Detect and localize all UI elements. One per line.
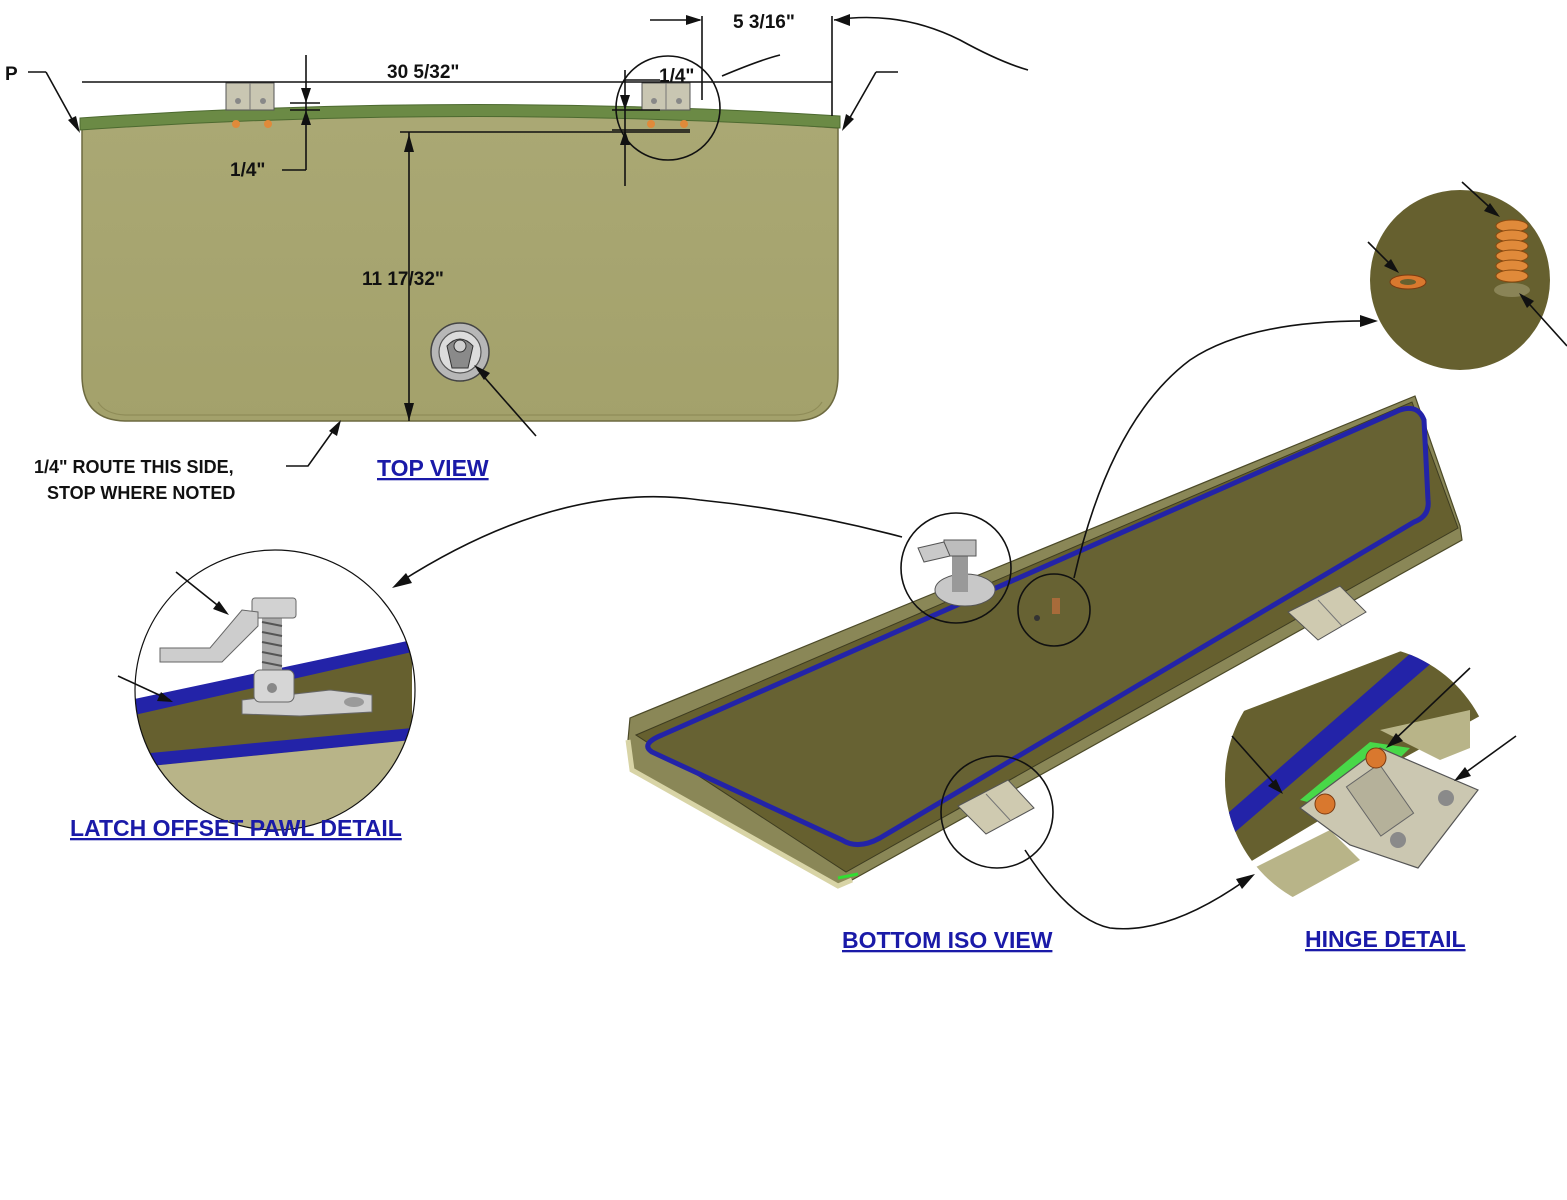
dim-hinge-offset: 5 3/16" — [733, 12, 795, 33]
point-label: P — [5, 64, 18, 85]
title-hinge-detail: HINGE DETAIL — [1305, 926, 1466, 952]
dim-hinge-inset-left: 1/4" — [230, 160, 265, 181]
spring-detail — [1367, 181, 1567, 370]
bottom-iso-view: BOTTOM ISO VIEW — [392, 315, 1463, 953]
dim-height: 11 17/32" — [362, 269, 444, 290]
latch-detail: LATCH OFFSET PAWL DETAIL — [70, 549, 416, 841]
iso-latch — [917, 539, 996, 607]
hinge-left — [225, 82, 275, 128]
title-bottom-iso-view: BOTTOM ISO VIEW — [842, 927, 1053, 953]
route-note-line2: STOP WHERE NOTED — [47, 483, 235, 503]
title-top-view: TOP VIEW — [377, 455, 489, 481]
spring — [1495, 219, 1529, 283]
hinge-detail: HINGE DETAIL — [1225, 645, 1517, 952]
top-view: 5 3/16" 30 5/32" 1/4" 1/4" 11 17/32" P 1… — [5, 12, 1029, 503]
iso-hinge-right — [1287, 585, 1367, 641]
title-latch-detail: LATCH OFFSET PAWL DETAIL — [70, 815, 402, 841]
iso-gasket — [645, 405, 1431, 847]
top-view-bottom-route — [97, 401, 823, 416]
latch-top-view — [430, 322, 490, 382]
dim-overall-width: 30 5/32" — [387, 62, 459, 83]
hinge-right — [641, 82, 691, 128]
route-note-line1: 1/4" ROUTE THIS SIDE, — [34, 457, 234, 477]
dim-hinge-inset-right: 1/4" — [659, 66, 694, 87]
iso-hinge-left — [957, 779, 1035, 835]
